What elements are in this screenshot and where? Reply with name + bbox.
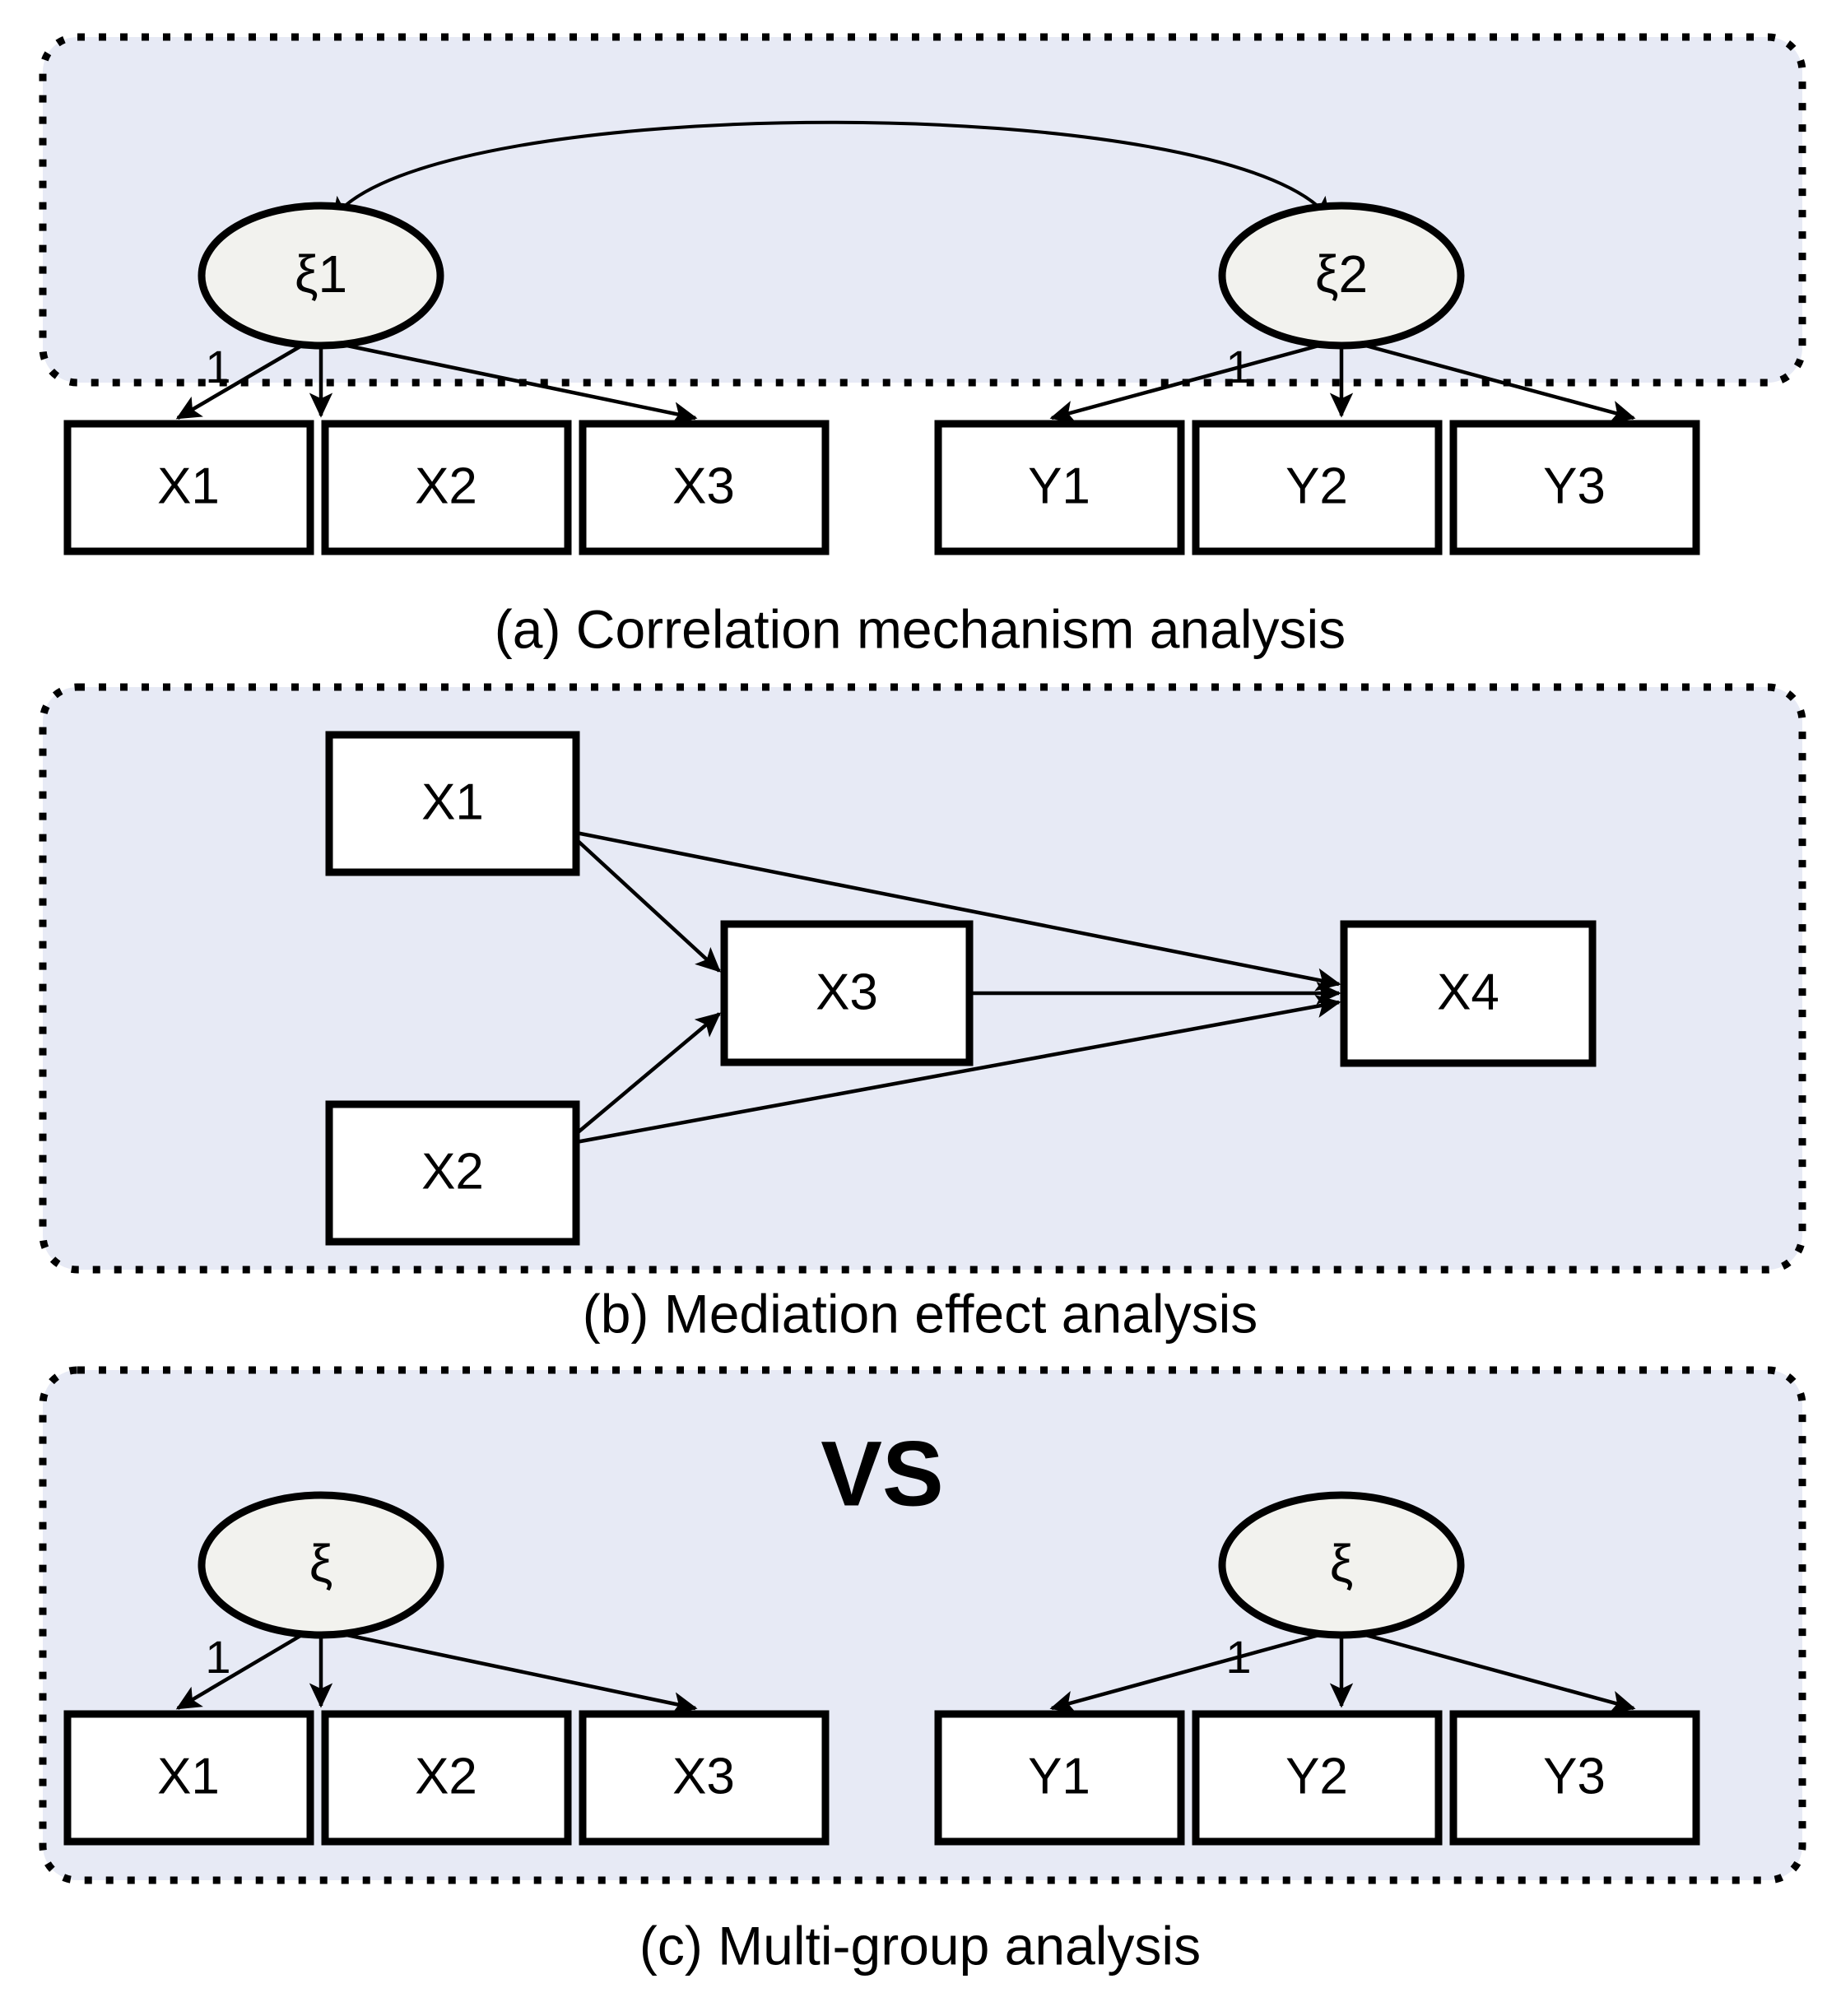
observed-node-a-x3[interactable]: X3 [579,420,830,555]
latent-node-xi1-label: ξ1 [295,244,347,304]
observed-node-a-y1[interactable]: Y1 [934,420,1185,555]
observed-node-b-x3-shape [720,920,974,1066]
edge-b-x1-x3 [574,838,721,973]
observed-node-c-x2[interactable]: X2 [321,1710,572,1846]
edge-b-x1-x4 [575,830,1341,992]
observed-node-b-x4-label: X4 [1437,964,1499,1020]
observed-node-a-y2-shape [1192,420,1443,555]
panel-b-caption: (b) Mediation effect analysis [583,1283,1258,1344]
observed-node-a-y3-label: Y3 [1543,458,1606,514]
latent-node-xi2-shape [1218,202,1465,350]
edge-c-xi-right-y1 [1049,1631,1326,1714]
observed-node-a-y2-label: Y2 [1285,458,1348,514]
edge-xi1-x3 [338,341,698,425]
observed-node-a-y3-shape [1449,420,1700,555]
latent-node-c-xi-right-label: ξ [1330,1534,1354,1593]
observed-node-b-x1-shape [325,731,580,876]
observed-node-c-y2[interactable]: Y2 [1192,1710,1443,1846]
observed-node-a-y3[interactable]: Y3 [1449,420,1700,555]
observed-node-a-x2-label: X2 [415,458,477,514]
edge-xi2-y3 [1359,341,1636,424]
edge-covariance-xi1-xi2 [332,120,1331,220]
observed-node-a-x1-shape [63,420,314,555]
loading-label-xi1-one: 1 [205,341,230,393]
loading-label-xi2-one: 1 [1225,341,1251,393]
observed-node-c-x2-shape [321,1710,572,1846]
latent-node-c-xi-right-shape [1218,1491,1465,1639]
observed-node-c-y1-shape [934,1710,1185,1846]
observed-node-c-y2-shape [1192,1710,1443,1846]
observed-node-c-x3-shape [579,1710,830,1846]
edge-c-xi-right-y3 [1359,1631,1636,1714]
observed-node-a-y2[interactable]: Y2 [1192,420,1443,555]
observed-node-a-y1-shape [934,420,1185,555]
observed-node-c-y3-label: Y3 [1543,1748,1606,1805]
observed-node-a-x2-shape [321,420,572,555]
observed-node-a-x3-shape [579,420,830,555]
panel-c-caption: (c) Multi-group analysis [639,1915,1201,1976]
observed-node-b-x3-label: X3 [816,964,878,1020]
loading-label-c-left-one: 1 [205,1631,230,1683]
latent-node-c-xi-left-shape [198,1491,444,1639]
edge-xi1-x1 [175,342,306,420]
latent-node-xi1[interactable]: ξ1 [198,202,444,350]
edge-c-xi-left-x3 [338,1631,698,1716]
observed-node-b-x1-label: X1 [421,773,484,830]
observed-node-c-y3[interactable]: Y3 [1449,1710,1700,1846]
observed-node-a-x1-label: X1 [157,458,220,514]
panel-c-dotted-border [39,1366,1806,1884]
observed-node-a-x1[interactable]: X1 [63,420,314,555]
observed-node-c-y1[interactable]: Y1 [934,1710,1185,1846]
observed-node-b-x3[interactable]: X3 [720,920,974,1066]
panel-a-caption: (a) Correlation mechanism analysis [495,598,1346,659]
vs-comparison-label: VS [821,1423,943,1526]
edge-b-x2-x4 [575,995,1341,1145]
latent-node-c-xi-left[interactable]: ξ [198,1491,444,1639]
panel-c: VS ξ ξ 1 1 X1 [39,1366,1806,1976]
observed-node-a-x2[interactable]: X2 [321,420,572,555]
latent-node-xi2[interactable]: ξ2 [1218,202,1465,350]
observed-node-b-x4[interactable]: X4 [1340,920,1597,1067]
observed-node-c-y2-label: Y2 [1285,1748,1348,1805]
panel-a: ξ1 ξ2 1 1 X1 X2 X3 [39,33,1806,659]
edge-b-x2-x3 [574,1012,722,1136]
observed-node-b-x2-shape [325,1100,580,1246]
observed-node-a-y1-label: Y1 [1028,458,1090,514]
panel-b: X1 X2 X3 X4 (b) Mediation effect analysi… [39,683,1806,1344]
edge-c-xi-left-x1 [175,1632,306,1710]
observed-node-b-x1[interactable]: X1 [325,731,580,876]
observed-node-b-x2[interactable]: X2 [325,1100,580,1246]
latent-node-c-xi-left-label: ξ [309,1534,333,1593]
observed-node-c-x2-label: X2 [415,1748,477,1805]
observed-node-a-x3-label: X3 [672,458,735,514]
observed-node-c-x3[interactable]: X3 [579,1710,830,1846]
latent-node-xi2-label: ξ2 [1315,244,1368,304]
latent-node-xi1-shape [198,202,444,350]
observed-node-c-x1-shape [63,1710,314,1846]
observed-node-c-x3-label: X3 [672,1748,735,1805]
observed-node-c-x1[interactable]: X1 [63,1710,314,1846]
loading-label-c-right-one: 1 [1225,1631,1251,1683]
latent-node-c-xi-right[interactable]: ξ [1218,1491,1465,1639]
observed-node-b-x4-shape [1340,920,1597,1067]
edge-xi2-y1 [1049,341,1326,424]
observed-node-c-x1-label: X1 [157,1748,220,1805]
observed-node-c-y3-shape [1449,1710,1700,1846]
observed-node-b-x2-label: X2 [421,1143,484,1200]
observed-node-c-y1-label: Y1 [1028,1748,1090,1805]
